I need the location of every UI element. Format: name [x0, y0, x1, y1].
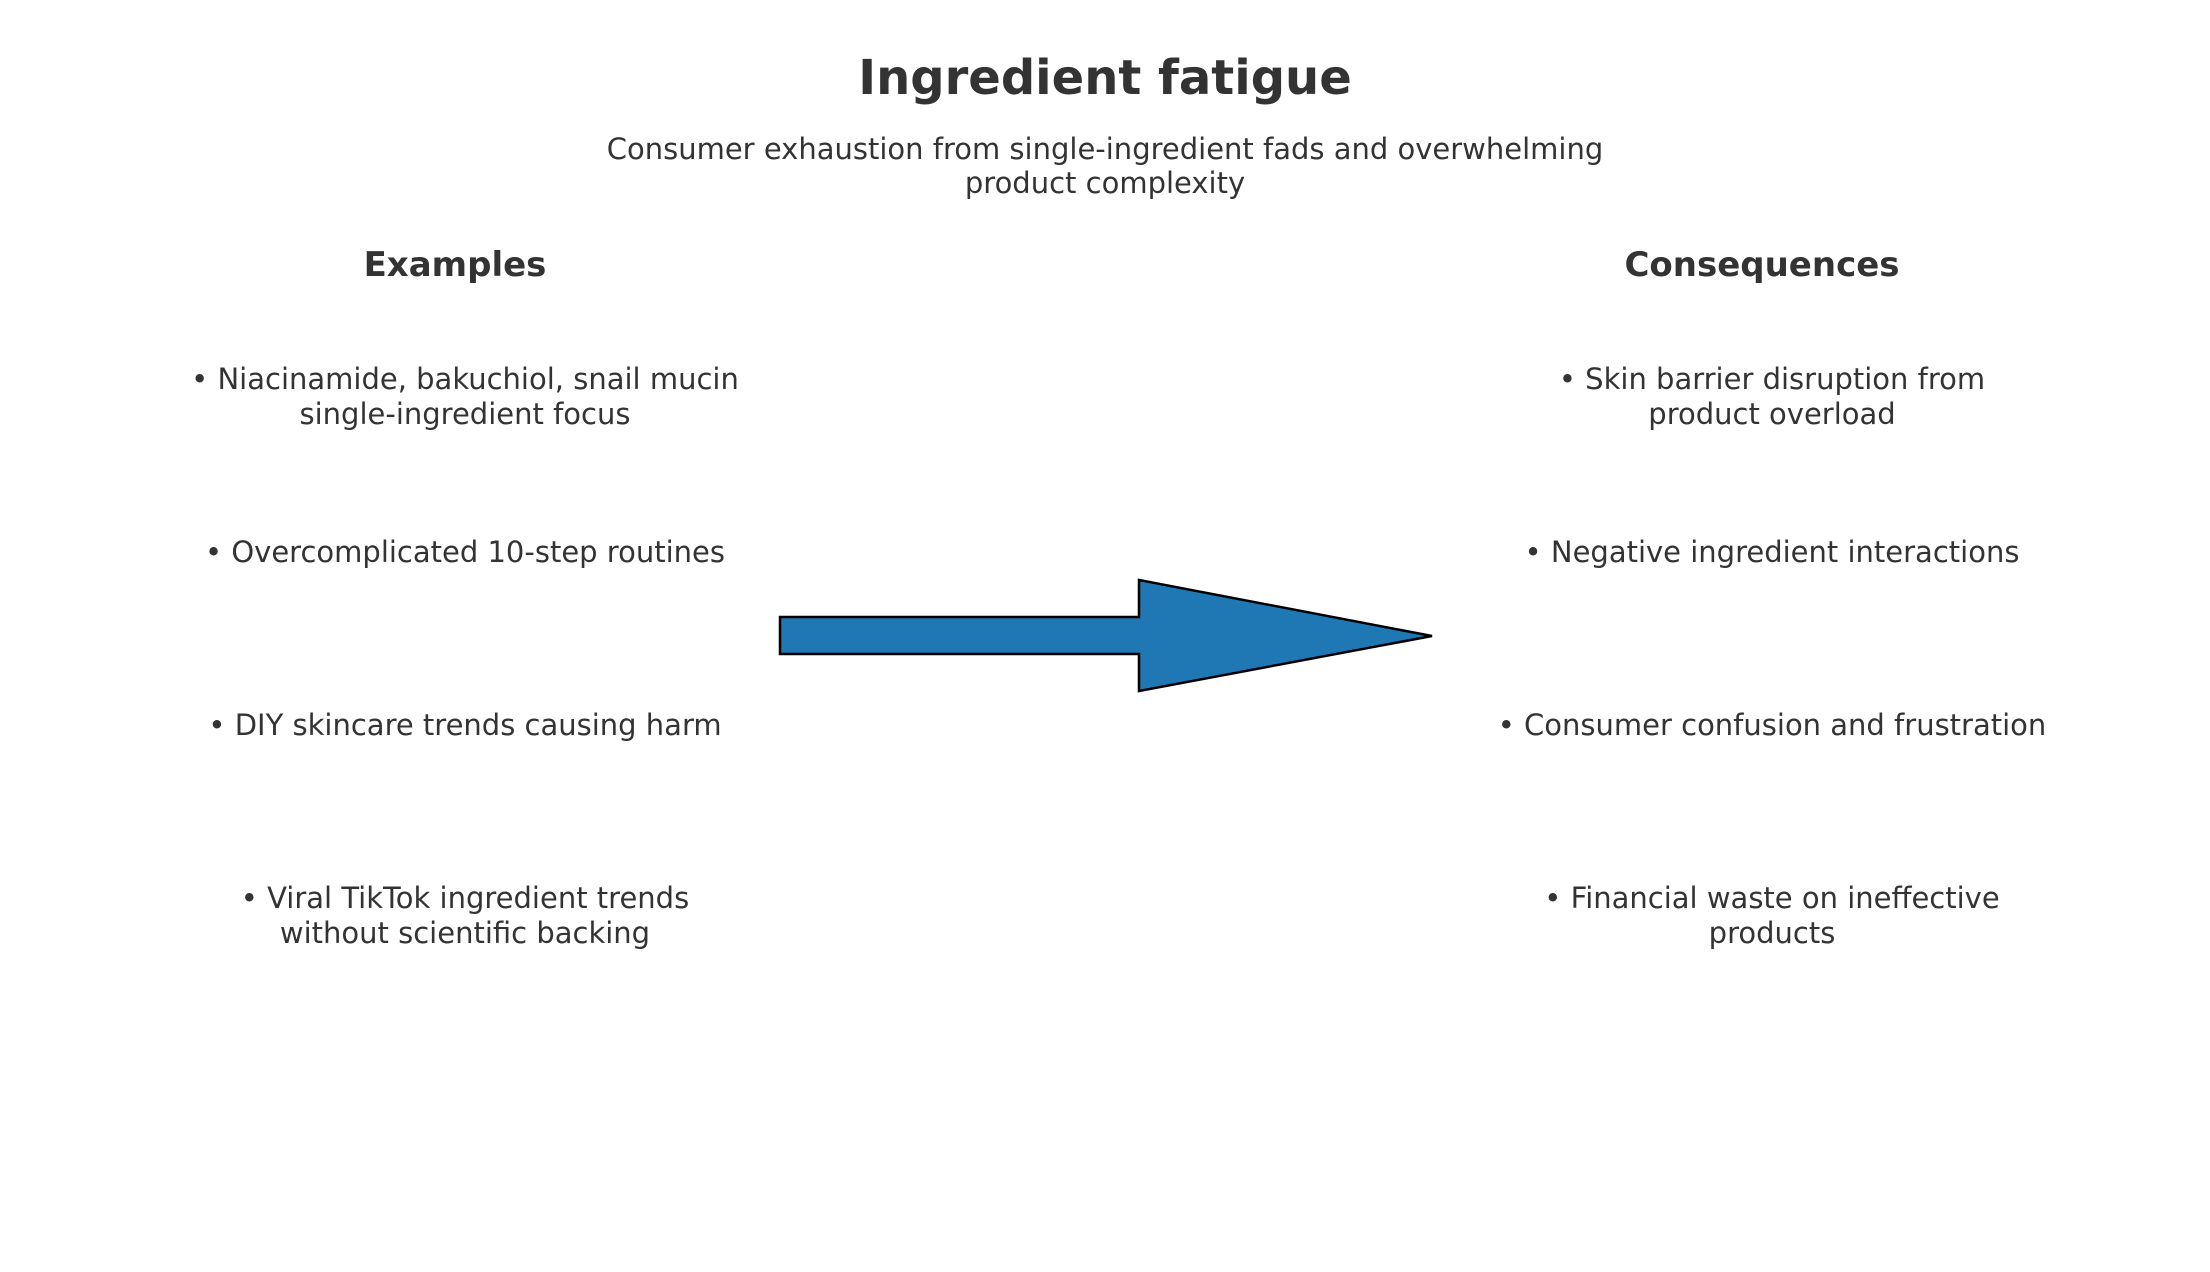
example-item-4-line-2: without scientific backing	[279, 916, 651, 950]
example-item-3: • DIY skincare trends causing harm	[145, 708, 785, 743]
consequence-item-2: • Negative ingredient interactions	[1452, 535, 2092, 570]
example-item-4-line-1: • Viral TikTok ingredient trends	[240, 881, 690, 915]
consequence-item-3-line-1: • Consumer confusion and frustration	[1497, 708, 2047, 742]
consequence-item-4: • Financial waste on ineffective product…	[1452, 881, 2092, 951]
diagram-subtitle: Consumer exhaustion from single-ingredie…	[505, 132, 1705, 200]
consequence-item-4-line-1: • Financial waste on ineffective	[1544, 881, 2000, 915]
right-arrow-icon	[778, 578, 1433, 693]
consequence-item-1: • Skin barrier disruption from product o…	[1452, 362, 2092, 432]
consequence-item-1-line-1: • Skin barrier disruption from	[1558, 362, 1986, 396]
example-item-2: • Overcomplicated 10-step routines	[145, 535, 785, 570]
example-item-3-line-1: • DIY skincare trends causing harm	[208, 708, 722, 742]
example-item-1-line-1: • Niacinamide, bakuchiol, snail mucin	[191, 362, 739, 396]
consequence-item-2-line-1: • Negative ingredient interactions	[1524, 535, 2020, 569]
consequences-heading: Consequences	[1624, 245, 1900, 285]
example-item-2-line-1: • Overcomplicated 10-step routines	[205, 535, 725, 569]
consequence-item-1-line-2: product overload	[1648, 397, 1896, 431]
consequence-item-3: • Consumer confusion and frustration	[1452, 708, 2092, 743]
subtitle-line-1: Consumer exhaustion from single-ingredie…	[606, 132, 1604, 166]
example-item-1: • Niacinamide, bakuchiol, snail mucin si…	[145, 362, 785, 432]
subtitle-line-2: product complexity	[964, 166, 1246, 200]
consequence-item-4-line-2: products	[1708, 916, 1836, 950]
example-item-4: • Viral TikTok ingredient trends without…	[145, 881, 785, 951]
examples-heading: Examples	[363, 245, 547, 285]
example-item-1-line-2: single-ingredient focus	[299, 397, 631, 431]
diagram-title: Ingredient fatigue	[858, 50, 1352, 106]
